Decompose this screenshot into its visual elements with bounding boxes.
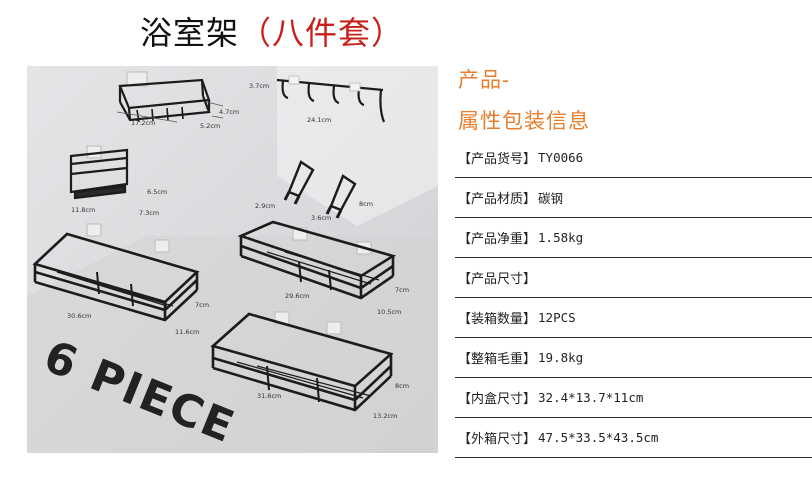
spec-value: TY0066 [538,150,584,165]
dim-label: 11.8cm [71,206,95,214]
rack-large-right [237,220,397,300]
dim-label: 4.7cm [219,108,239,116]
spec-row-net-weight: 【产品净重】1.58kg [455,218,812,258]
spec-label: 【外箱尺寸】 [458,432,537,447]
spec-row-item-number: 【产品货号】TY0066 [455,138,812,178]
dim-label: 13.2cm [373,412,397,420]
spec-heading-line1: 产品- [458,68,511,92]
dim-label: 10.5cm [377,308,401,316]
dim-label: 7.3cm [139,209,159,217]
spec-row-material: 【产品材质】碳钢 [455,178,812,218]
dim-label: 5.2cm [200,122,220,130]
dim-label: 3.7cm [249,82,269,90]
rack-small-mid [69,145,129,200]
spec-value: 19.8kg [538,350,584,365]
dim-label: 6.5cm [147,188,167,196]
rack-large-bottom [210,311,394,412]
towel-hooks [283,160,357,219]
dim-label: 11.6cm [175,328,199,336]
dim-label: 2.9cm [255,202,275,210]
spec-label: 【装箱数量】 [458,312,537,327]
dim-label: 7cm [195,301,209,309]
spec-value: 碳钢 [538,191,564,206]
dim-label: 24.1cm [307,116,331,124]
product-photo: 17.2cm 4.7cm 5.2cm 3.7cm 24.1cm 6.5cm 11… [27,66,438,453]
spec-row-outer-box-size: 【外箱尺寸】47.5*33.5*43.5cm [455,418,812,458]
hook-rail [276,75,386,123]
page-title: 浴室架（八件套） [140,12,404,54]
title-main: 浴室架 [140,14,240,52]
spec-label: 【产品材质】 [458,192,537,207]
spec-label: 【产品货号】 [458,152,537,167]
title-sub: （八件套） [239,14,405,52]
dim-label: 3.6cm [311,214,331,222]
spec-list: 【产品货号】TY0066 【产品材质】碳钢 【产品净重】1.58kg 【产品尺寸… [455,138,812,458]
rack-small-top [118,71,211,123]
spec-value: 32.4*13.7*11cm [538,390,644,405]
dim-label: 8cm [359,200,373,208]
dim-label: 7cm [395,286,409,294]
dim-label: 17.2cm [131,119,155,127]
spec-row-box-quantity: 【装箱数量】12PCS [455,298,812,338]
spec-value: 47.5*33.5*43.5cm [538,430,659,445]
dim-label: 8cm [395,382,409,390]
product-illustration: 17.2cm 4.7cm 5.2cm 3.7cm 24.1cm 6.5cm 11… [27,66,438,453]
dim-label: 31.6cm [257,392,281,400]
dim-label: 29.6cm [285,292,309,300]
spec-value: 1.58kg [538,230,584,245]
rack-large-left [32,223,200,322]
spec-label: 【产品净重】 [458,232,537,247]
dim-label: 30.6cm [67,312,91,320]
spec-heading-line2: 属性包装信息 [458,109,590,133]
spec-label: 【整箱毛重】 [458,352,537,367]
spec-value: 12PCS [538,310,576,325]
spec-row-gross-weight: 【整箱毛重】19.8kg [455,338,812,378]
spec-row-inner-box-size: 【内盒尺寸】32.4*13.7*11cm [455,378,812,418]
spec-label: 【内盒尺寸】 [458,392,537,407]
spec-row-size: 【产品尺寸】 [455,258,812,298]
spec-label: 【产品尺寸】 [458,272,537,287]
